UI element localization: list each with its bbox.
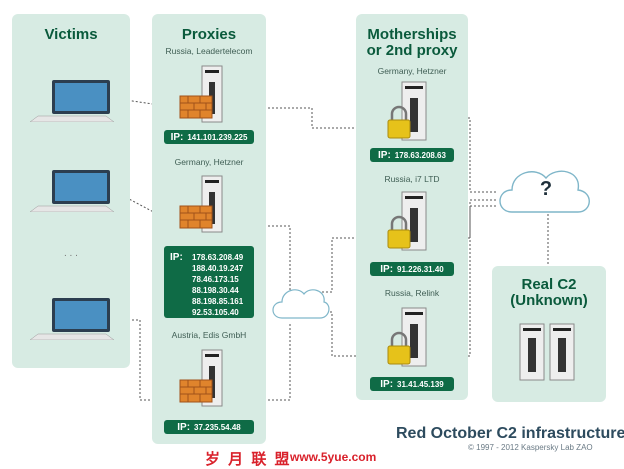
proxies-title: Proxies bbox=[181, 26, 237, 43]
unknown-cloud-icon bbox=[499, 170, 590, 213]
motherships-title-line1: Motherships bbox=[367, 26, 457, 43]
mothership-2-location: Russia, i7 LTD bbox=[384, 174, 440, 184]
mothership-3-ip: 31.41.45.139 bbox=[397, 379, 444, 389]
victims-title: Victims bbox=[44, 26, 98, 43]
mothership-2-ip: 91.226.31.40 bbox=[397, 264, 444, 274]
real-c2-title-line1: Real C2 bbox=[521, 276, 577, 293]
proxy-server-icon bbox=[179, 65, 223, 123]
server-rack-icon bbox=[519, 323, 575, 381]
lock-icon bbox=[387, 105, 411, 139]
proxy-server-icon bbox=[179, 175, 223, 233]
laptop-icon bbox=[30, 80, 115, 122]
watermark-chinese: 岁 月 联 盟 bbox=[205, 451, 292, 468]
firewall-icon bbox=[179, 205, 213, 229]
proxy-2-ip: 178.63.208.49 bbox=[192, 253, 244, 262]
mothership-3-location: Russia, Relink bbox=[384, 288, 440, 298]
firewall-icon bbox=[179, 95, 213, 119]
mothership-1-location: Germany, Hetzner bbox=[377, 66, 447, 76]
proxy-1-ip: 141.101.239.225 bbox=[187, 132, 248, 142]
firewall-icon bbox=[179, 379, 213, 403]
watermark-url: www.5yue.com bbox=[290, 450, 377, 464]
unknown-c2-question-mark: ? bbox=[539, 178, 553, 200]
mothership-3-ip-box: IP: 31.41.45.139 bbox=[370, 377, 454, 391]
lock-icon bbox=[387, 215, 411, 249]
mothership-1-ip: 178.63.208.63 bbox=[394, 150, 446, 160]
proxy-3-ip-box: IP: 37.235.54.48 bbox=[164, 420, 254, 434]
proxy-1-ip-box: IP: 141.101.239.225 bbox=[164, 130, 254, 144]
real-c2-panel: Real C2 (Unknown) bbox=[492, 266, 606, 402]
cloud-icon bbox=[272, 289, 330, 319]
proxy-server-icon bbox=[179, 349, 223, 407]
motherships-title-line2: or 2nd proxy bbox=[366, 42, 458, 59]
link-mothership3-c2cloud bbox=[440, 205, 498, 357]
mothership-server-icon bbox=[387, 81, 427, 141]
link-proxy3-cloud bbox=[232, 324, 291, 401]
proxy-2-ip: 188.40.19.247 bbox=[192, 264, 244, 273]
ip-label: IP: bbox=[378, 149, 391, 161]
ip-label: IP: bbox=[170, 131, 184, 143]
proxy-3-location: Austria, Edis GmbH bbox=[171, 330, 247, 340]
ip-label: IP: bbox=[170, 252, 183, 263]
proxy-1-location: Russia, Leadertelecom bbox=[165, 46, 253, 56]
real-c2-title-line2: (Unknown) bbox=[510, 292, 588, 309]
copyright-notice: © 1997 - 2012 Kaspersky Lab ZAO bbox=[468, 443, 593, 452]
diagram-caption: Red October C2 infrastructure bbox=[396, 425, 624, 442]
mothership-2-ip-box: IP: 91.226.31.40 bbox=[370, 262, 454, 276]
mothership-1-ip-box: IP: 178.63.208.63 bbox=[370, 148, 454, 162]
proxy-2-location: Germany, Hetzner bbox=[174, 157, 244, 167]
lock-icon bbox=[387, 331, 411, 365]
ip-label: IP: bbox=[380, 378, 394, 390]
proxy-2-ip: 92.53.105.40 bbox=[192, 308, 239, 317]
proxy-2-ip: 78.46.173.15 bbox=[192, 275, 239, 284]
link-cloud-mothership3 bbox=[310, 311, 390, 357]
laptop-icon bbox=[30, 298, 115, 340]
laptop-icon bbox=[30, 170, 115, 212]
proxy-2-ip: 88.198.30.44 bbox=[192, 286, 239, 295]
ip-label: IP: bbox=[177, 421, 191, 433]
link-proxy2-cloud bbox=[232, 225, 291, 292]
mothership-server-icon bbox=[387, 307, 427, 367]
proxy-3-ip: 37.235.54.48 bbox=[194, 422, 241, 432]
ip-label: IP: bbox=[380, 263, 394, 275]
mothership-server-icon bbox=[387, 191, 427, 251]
link-mothership1-c2cloud bbox=[440, 117, 498, 193]
proxy-2-ip-list: IP: 178.63.208.49 188.40.19.247 78.46.17… bbox=[164, 246, 254, 318]
more-victims-ellipsis: . . . bbox=[64, 248, 78, 259]
proxy-2-ip: 88.198.85.161 bbox=[192, 297, 244, 306]
link-proxy1-mothership1 bbox=[232, 107, 390, 129]
link-mothership2-c2cloud bbox=[440, 199, 498, 239]
